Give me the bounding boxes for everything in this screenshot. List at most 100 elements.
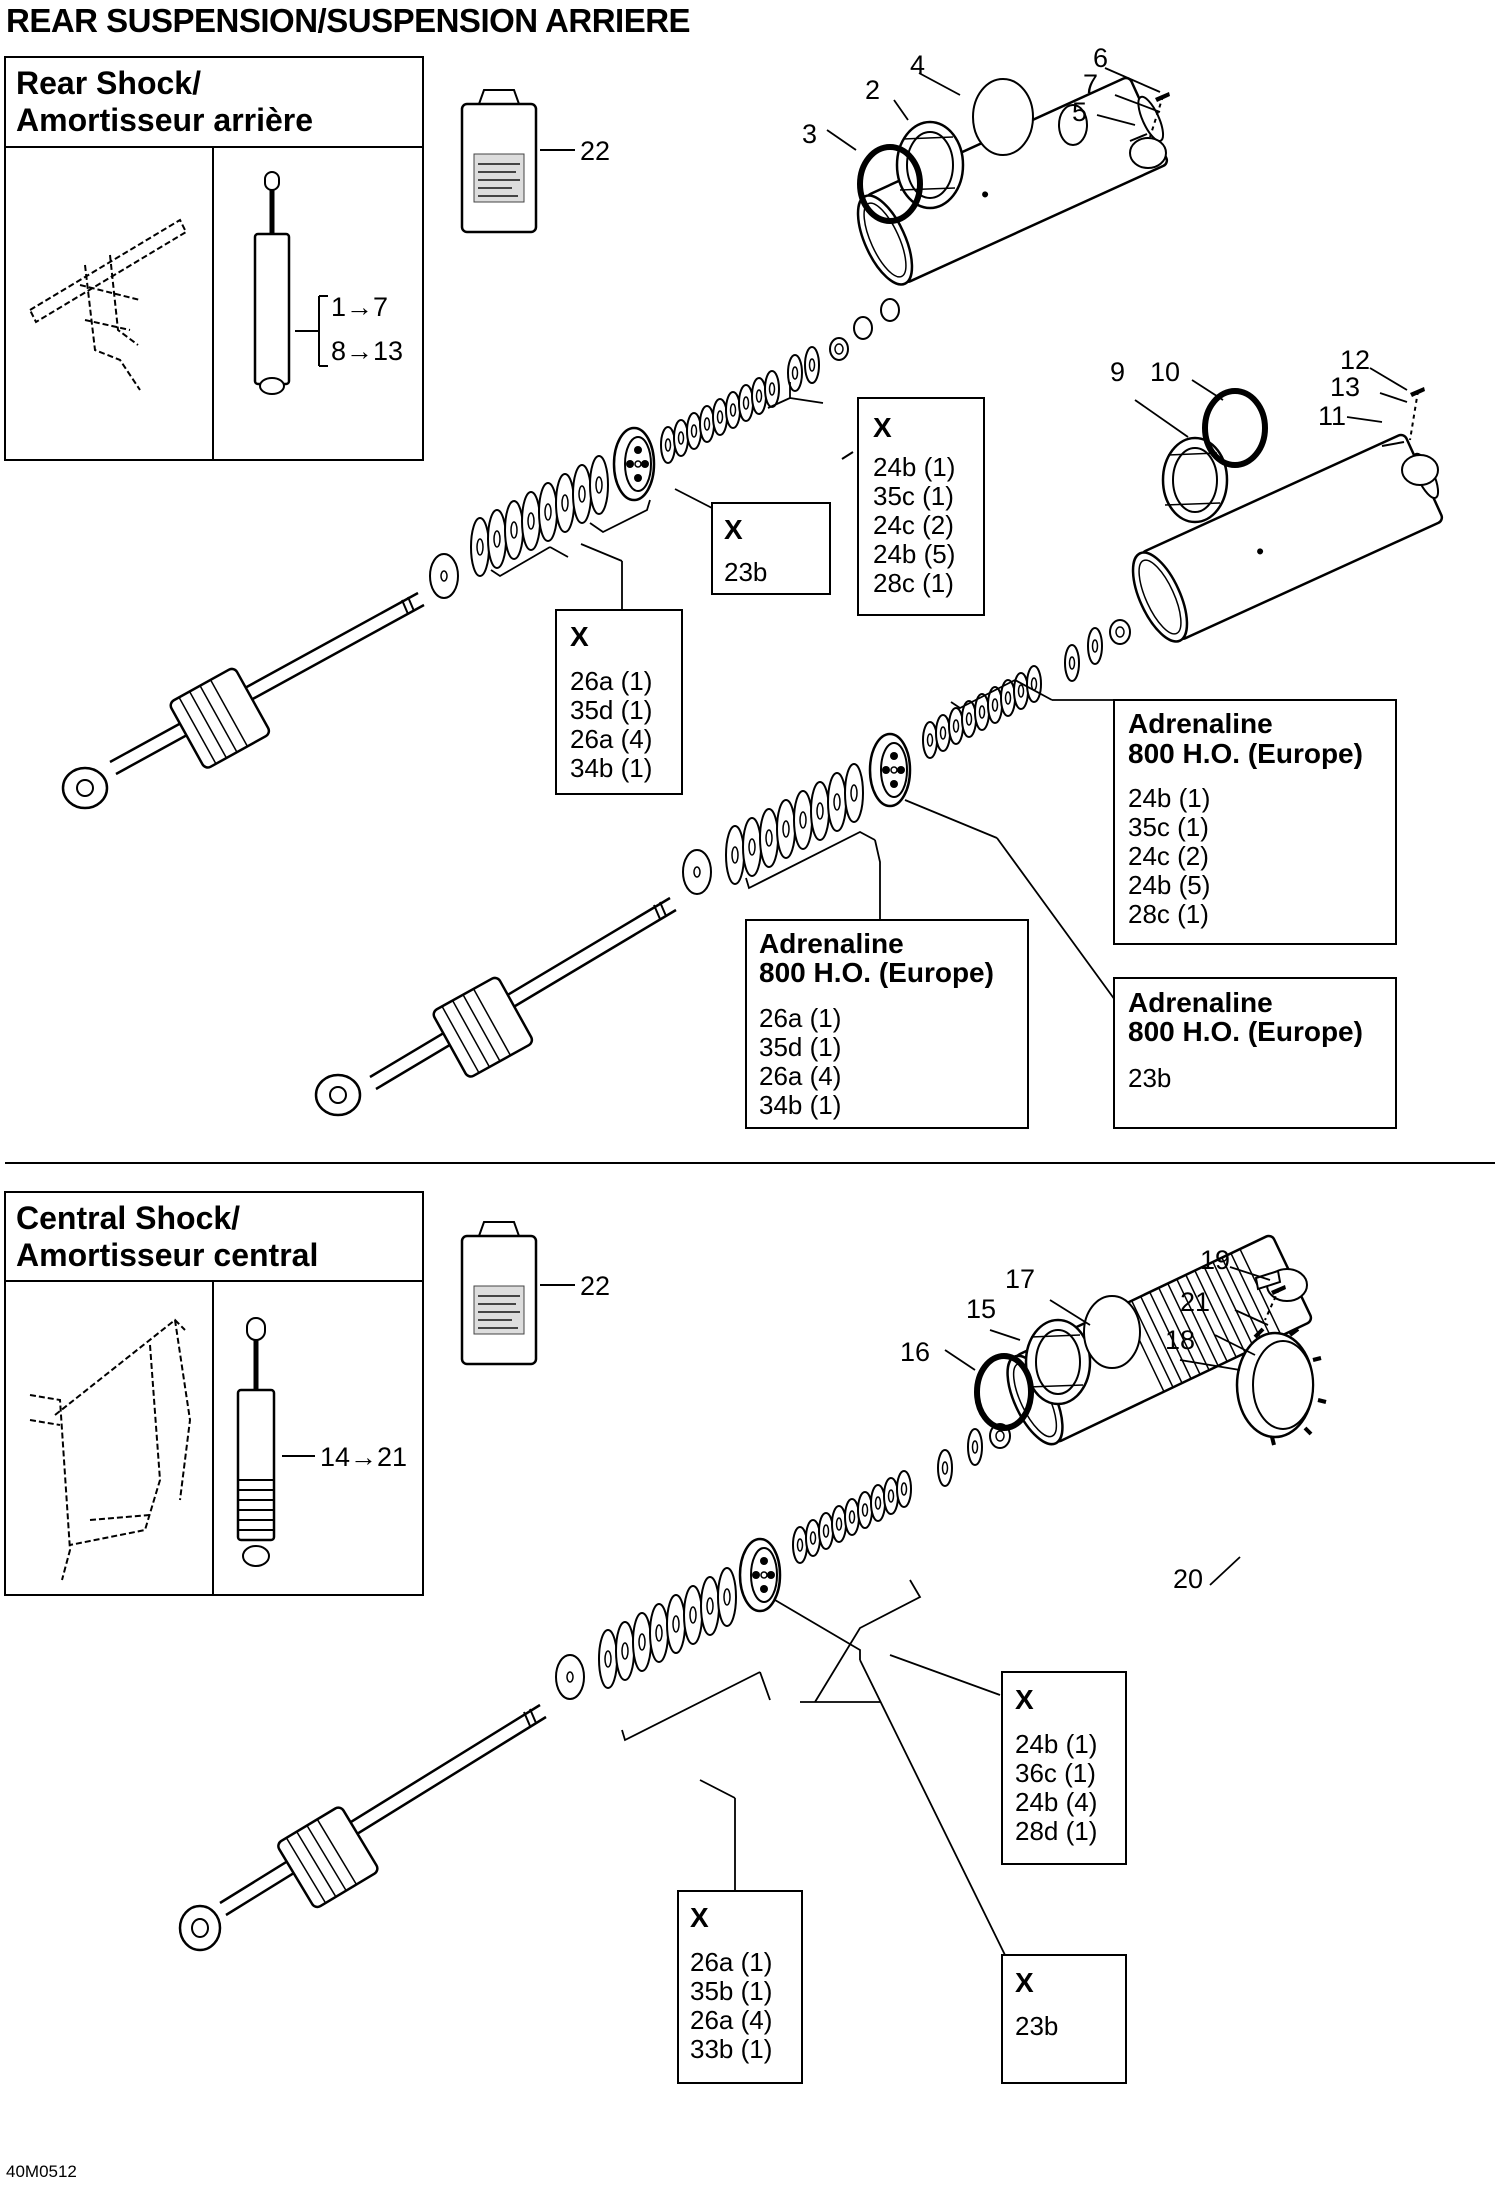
svg-text:33b (1): 33b (1) <box>690 2034 772 2064</box>
svg-text:35c (1): 35c (1) <box>873 481 954 511</box>
kit-box-6: Adrenaline 800 H.O. (Europe) 23b <box>1113 977 1397 1129</box>
svg-text:Adrenaline: Adrenaline <box>1128 708 1273 739</box>
svg-text:X: X <box>724 514 743 545</box>
spring-stack-upper-c <box>792 1470 912 1564</box>
kit-box-4: Adrenaline 800 H.O. (Europe) 24b (1) 35c… <box>1113 699 1397 945</box>
callout-leaders-upper <box>826 67 1408 438</box>
svg-text:35c (1): 35c (1) <box>1128 812 1209 842</box>
svg-text:35b (1): 35b (1) <box>690 1976 772 2006</box>
svg-text:800 H.O. (Europe): 800 H.O. (Europe) <box>759 957 994 988</box>
rear-shock-title-line2: Amortisseur arrière <box>16 102 313 138</box>
cap-ring-c <box>1024 1318 1092 1406</box>
central-shock-title-line1: Central Shock/ <box>16 1200 240 1236</box>
svg-text:24b (1): 24b (1) <box>1015 1729 1097 1759</box>
callouts-upper: 3 2 4 6 7 5 9 10 12 13 11 <box>802 43 1370 431</box>
callout-17: 17 <box>1005 1264 1035 1294</box>
svg-text:35d (1): 35d (1) <box>759 1032 841 1062</box>
leader-lines-upper <box>490 382 1128 1001</box>
callout-22-central: 22 <box>580 1271 610 1301</box>
callout-9: 9 <box>1110 357 1125 387</box>
central-shock-assembly <box>178 1234 1327 1952</box>
svg-text:X: X <box>570 621 589 652</box>
svg-text:23b: 23b <box>724 557 767 587</box>
page-title: REAR SUSPENSION/SUSPENSION ARRIERE <box>6 2 691 39</box>
svg-text:36c (1): 36c (1) <box>1015 1758 1096 1788</box>
callout-5: 5 <box>1072 97 1087 127</box>
rear-shock-assembly-a <box>61 76 1170 810</box>
svg-text:24c (2): 24c (2) <box>873 510 954 540</box>
svg-text:24b (1): 24b (1) <box>873 452 955 482</box>
inset-range-3: 14→21 <box>320 1442 407 1472</box>
lock-ring-20 <box>1235 1327 1327 1446</box>
callout-21: 21 <box>1180 1287 1210 1317</box>
callout-22-rear: 22 <box>580 136 610 166</box>
kit-box-7: X 24b (1) 36c (1) 24b (4) 28d (1) <box>1001 1671 1127 1865</box>
inset-range-2: 8→13 <box>331 336 403 366</box>
callout-7: 7 <box>1083 69 1098 99</box>
frame-sketch-rear <box>28 218 188 391</box>
svg-text:800 H.O. (Europe): 800 H.O. (Europe) <box>1128 738 1363 769</box>
frame-sketch-central <box>29 1318 192 1581</box>
svg-text:23b: 23b <box>1015 2011 1058 2041</box>
svg-text:Adrenaline: Adrenaline <box>759 928 904 959</box>
svg-text:24b (1): 24b (1) <box>1128 783 1210 813</box>
central-shock-title-line2: Amortisseur central <box>16 1237 318 1273</box>
kit-box-5: Adrenaline 800 H.O. (Europe) 26a (1) 35d… <box>745 919 1029 1129</box>
callout-2: 2 <box>865 75 880 105</box>
svg-text:X: X <box>1015 1967 1034 1998</box>
svg-text:34b (1): 34b (1) <box>570 753 652 783</box>
callout-12: 12 <box>1340 345 1370 375</box>
spring-stack-upper-a <box>660 370 780 464</box>
spring-stack-lower-a <box>470 455 609 577</box>
kit-box-3: X 26a (1) 35d (1) 26a (4) 34b (1) <box>555 609 683 795</box>
callout-20: 20 <box>1173 1564 1203 1594</box>
rear-shock-assembly-b <box>314 387 1444 1117</box>
spring-stack-lower-c <box>598 1567 737 1689</box>
callout-6: 6 <box>1093 43 1108 73</box>
svg-text:28d (1): 28d (1) <box>1015 1816 1097 1846</box>
kit-box-2: X 23b <box>711 502 831 595</box>
svg-text:28c (1): 28c (1) <box>873 568 954 598</box>
svg-text:24c (2): 24c (2) <box>1128 841 1209 871</box>
svg-text:26a (4): 26a (4) <box>759 1061 841 1091</box>
svg-text:26a (1): 26a (1) <box>570 666 652 696</box>
callout-18: 18 <box>1165 1325 1195 1355</box>
svg-text:24b (5): 24b (5) <box>873 539 955 569</box>
svg-text:26a (4): 26a (4) <box>570 724 652 754</box>
callout-13: 13 <box>1330 372 1360 402</box>
section-central-shock: Central Shock/ Amortisseur central 14→21… <box>4 1191 610 1596</box>
svg-text:24b (4): 24b (4) <box>1015 1787 1097 1817</box>
kit-box-9: X 23b <box>1001 1954 1127 2084</box>
svg-text:35d (1): 35d (1) <box>570 695 652 725</box>
inset-range-1: 1→7 <box>331 292 388 322</box>
spring-stack-upper-b <box>922 665 1042 759</box>
callout-4: 4 <box>910 50 925 80</box>
svg-text:X: X <box>873 412 892 443</box>
leader-lines-lower <box>621 1266 1271 1956</box>
svg-text:26a (1): 26a (1) <box>690 1947 772 1977</box>
svg-text:Adrenaline: Adrenaline <box>1128 987 1273 1018</box>
callout-19: 19 <box>1200 1245 1230 1275</box>
svg-text:X: X <box>690 1902 709 1933</box>
svg-text:28c (1): 28c (1) <box>1128 899 1209 929</box>
callouts-lower: 16 15 17 19 21 18 20 <box>900 1245 1230 1594</box>
callout-16: 16 <box>900 1337 930 1367</box>
cap-ring-b <box>1161 436 1229 524</box>
svg-text:X: X <box>1015 1684 1034 1715</box>
svg-text:24b (5): 24b (5) <box>1128 870 1210 900</box>
callout-11: 11 <box>1318 401 1346 431</box>
svg-text:26a (4): 26a (4) <box>690 2005 772 2035</box>
cap-ring-a <box>895 120 965 210</box>
svg-text:23b: 23b <box>1128 1063 1171 1093</box>
svg-text:800 H.O. (Europe): 800 H.O. (Europe) <box>1128 1016 1363 1047</box>
svg-text:34b (1): 34b (1) <box>759 1090 841 1120</box>
callout-10: 10 <box>1150 357 1180 387</box>
figure-code: 40M0512 <box>6 2162 77 2181</box>
section-rear-shock: Rear Shock/ Amortisseur arrière 1→7 8→13… <box>4 56 610 461</box>
kit-box-8: X 26a (1) 35b (1) 26a (4) 33b (1) <box>677 1890 803 2084</box>
kit-box-1: X 24b (1) 35c (1) 24c (2) 24b (5) 28c (1… <box>857 397 985 616</box>
callout-15: 15 <box>966 1294 996 1324</box>
svg-text:26a (1): 26a (1) <box>759 1003 841 1033</box>
rear-shock-title-line1: Rear Shock/ <box>16 65 201 101</box>
